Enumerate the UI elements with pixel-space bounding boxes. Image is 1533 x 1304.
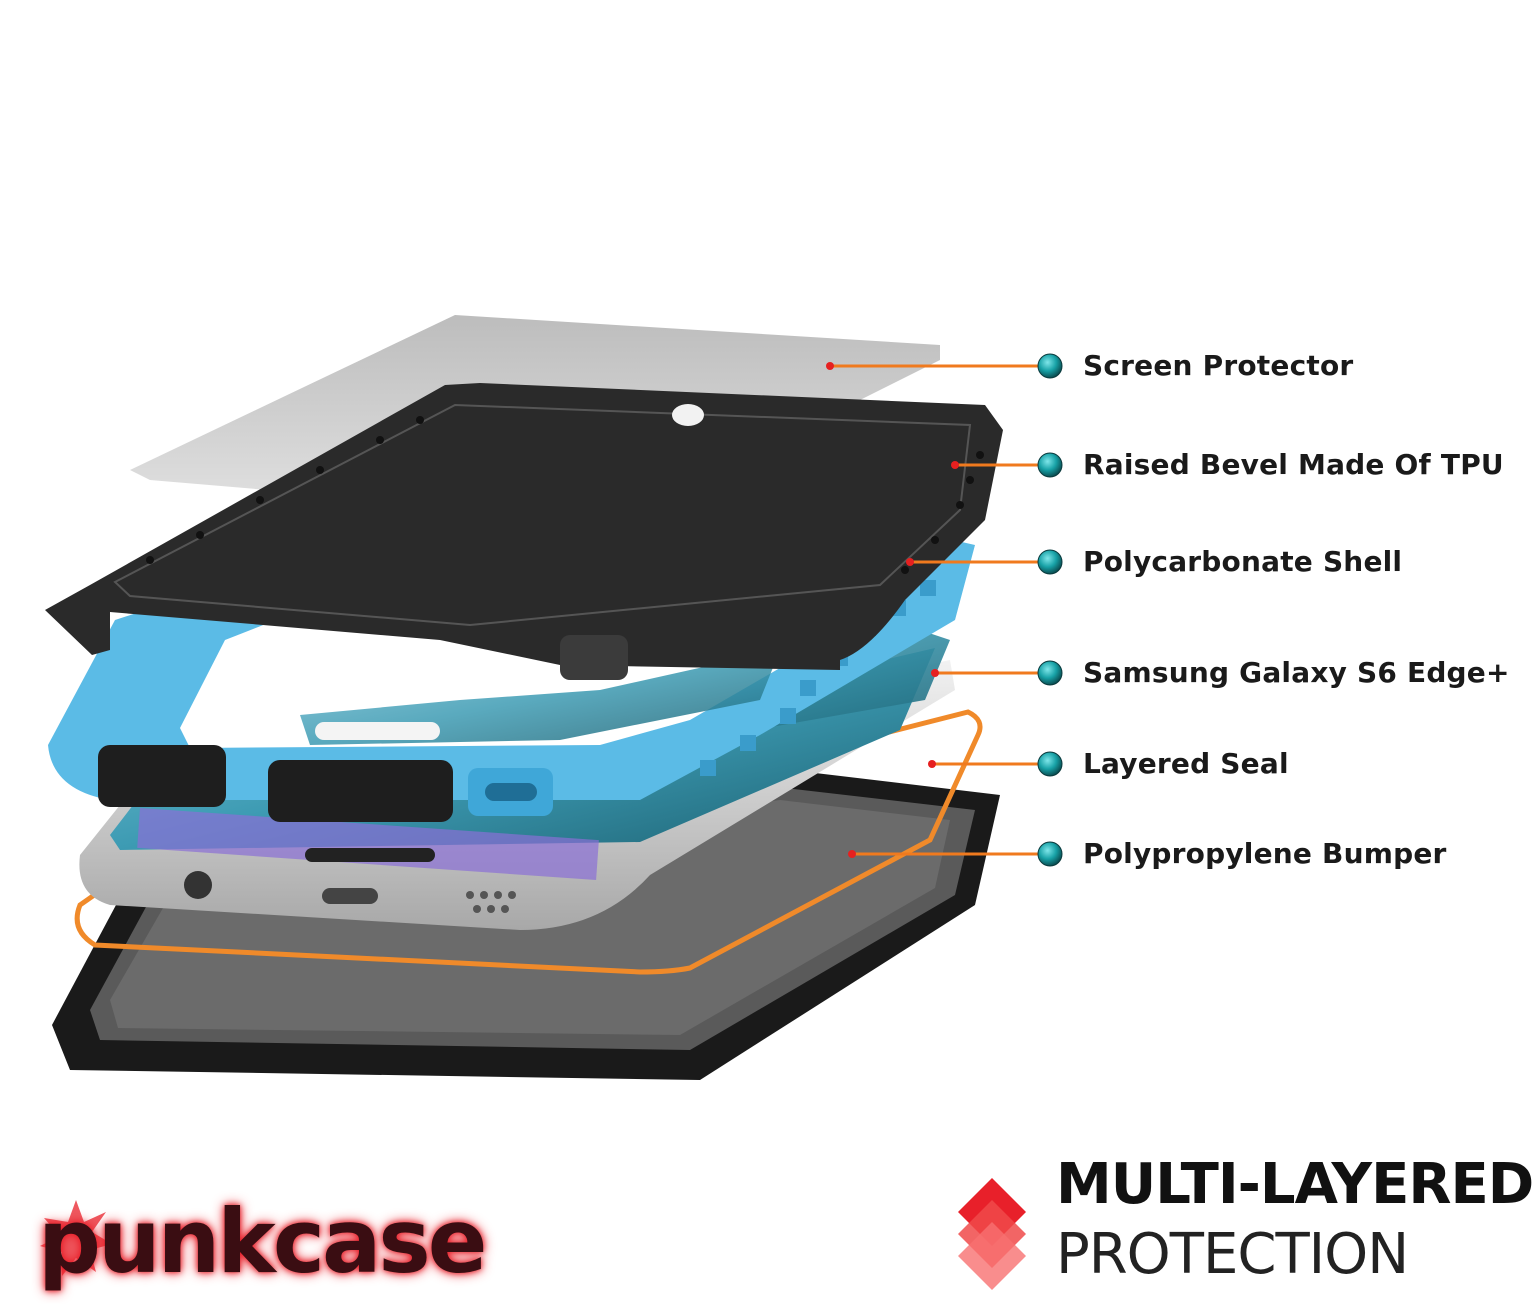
callout-label-polycarbonate-shell: Polycarbonate Shell <box>1083 545 1403 578</box>
brand-logo: punkcase <box>38 1190 487 1293</box>
callout-label-polypropylene-bumper: Polypropylene Bumper <box>1083 837 1447 870</box>
callout-leaders <box>826 362 1040 858</box>
headline-line2: PROTECTION <box>1056 1222 1409 1287</box>
callout-label-layered-seal: Layered Seal <box>1083 747 1289 780</box>
callout-label-phone: Samsung Galaxy S6 Edge+ <box>1083 656 1510 689</box>
callout-label-screen-protector: Screen Protector <box>1083 349 1354 382</box>
callout-label-raised-bevel: Raised Bevel Made Of TPU <box>1083 448 1504 481</box>
layers-diamond-icon <box>958 1178 1026 1290</box>
raised-bevel-layer <box>45 383 1003 680</box>
exploded-case-illustration <box>40 315 1063 1290</box>
punkcase-logo-mark <box>40 1200 112 1276</box>
headline-line1: MULTI-LAYERED <box>1056 1152 1533 1217</box>
callout-dots <box>1037 353 1063 867</box>
layered-seal-layer <box>74 709 983 975</box>
